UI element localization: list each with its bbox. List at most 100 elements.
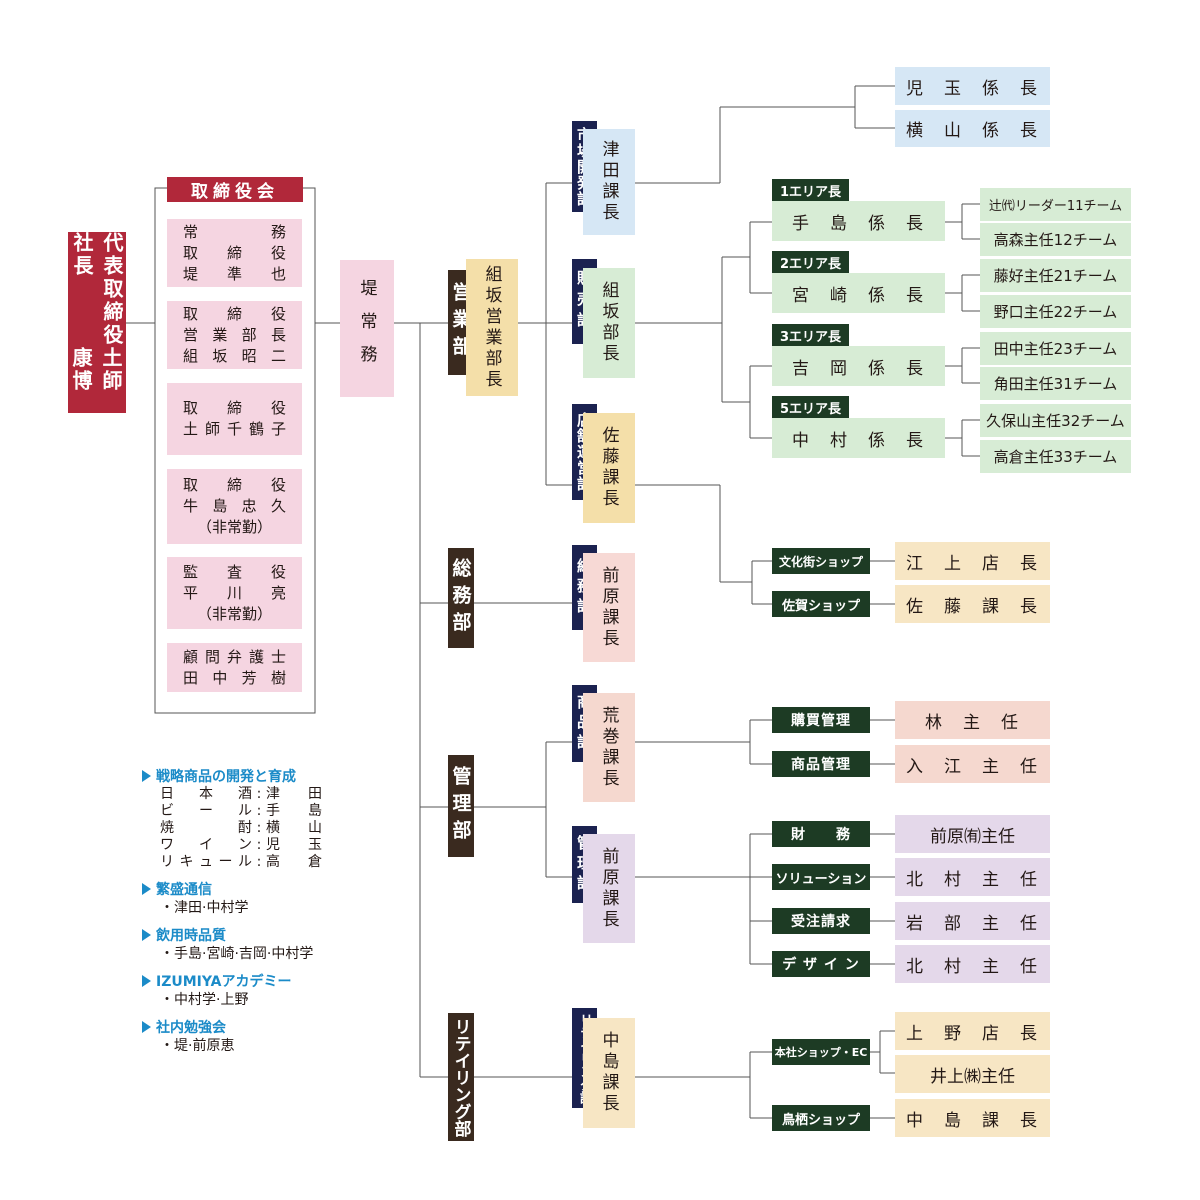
area-chief: 手 島 係 長 (772, 201, 945, 241)
ceo-title: 代表取締役社長 (70, 232, 124, 347)
section-shohin-head: 荒巻課長 (583, 693, 635, 802)
member-line: 監 査 役 (183, 562, 286, 581)
member-line: 取 締 役 (183, 476, 286, 494)
team-box: 野口主任22チーム (980, 295, 1131, 328)
unit-manager: 入 江 主 任 (895, 745, 1050, 783)
section-market-dev-head: 津田課長 (583, 129, 635, 235)
member-line: 組坂昭二 (183, 346, 286, 365)
member-line: 取 締 役 (183, 243, 286, 262)
pair-value: 手島 (266, 803, 322, 819)
unit-manager: 井上㈱主任 (895, 1055, 1050, 1093)
shop-manager: 江 上 店 長 (895, 542, 1050, 580)
pair-key: ワイン (160, 837, 252, 853)
triangle-icon (142, 1021, 151, 1033)
board-member: 取 締 役 牛島忠久 （非常勤） (167, 469, 302, 544)
pair-key: リキュール (160, 854, 252, 870)
triangle-icon (142, 883, 151, 895)
pair-value: 高倉 (266, 854, 322, 870)
team-box: 田中主任23チーム (980, 332, 1131, 365)
member-line: 顧問弁護士 (183, 647, 286, 666)
unit-manager: 上 野 店 長 (895, 1012, 1050, 1050)
member-line: 取 締 役 (183, 304, 286, 323)
legend-section: 繁盛通信 ・津田·中村学 (142, 879, 392, 917)
unit-label: デ ザ イ ン (772, 951, 870, 977)
board-member: 顧問弁護士 田中芳樹 (167, 643, 302, 692)
dept-general: 総務部 (448, 548, 474, 648)
section-retailing-head: 中島課長 (583, 1018, 635, 1128)
member-line: 取 締 役 (183, 399, 286, 417)
member-line: 堤 準 也 (183, 264, 286, 283)
legend-pair: リキュール:高倉 (160, 854, 322, 870)
legend-title: 社内勉強会 (156, 1020, 226, 1036)
area-label: 5エリア長 (772, 396, 849, 418)
shop-label: 佐賀ショップ (772, 591, 870, 617)
member-line: 常 務 (183, 222, 286, 241)
shop-manager: 佐 藤 課 長 (895, 585, 1050, 623)
staff-box: 児 玉 係 長 (895, 67, 1050, 105)
board-member: 取 締 役 営業部長 組坂昭二 (167, 301, 302, 369)
section-store-ops-head: 佐藤課長 (583, 413, 635, 523)
area-chief: 吉 岡 係 長 (772, 346, 945, 386)
member-line: 土師千鶴子 (183, 420, 286, 438)
ceo-box: 代表取締役社長 土師康博 (68, 232, 126, 413)
unit-manager: 前原㈲主任 (895, 815, 1050, 853)
legend-pair: ビール:手島 (160, 803, 322, 819)
staff-box: 横 山 係 長 (895, 110, 1050, 147)
legend-pair: 日本酒:津田 (160, 786, 322, 802)
team-box: 藤好主任21チーム (980, 259, 1131, 292)
member-line: 田中芳樹 (183, 668, 286, 687)
legend-title: 繁盛通信 (156, 882, 212, 898)
legend-section: 飲用時品質 ・手島·宮崎·吉岡·中村学 (142, 925, 392, 963)
unit-label: ソリューション (772, 864, 870, 890)
area-chief: 中 村 係 長 (772, 418, 945, 458)
legend-pair: ワイン:児玉 (160, 837, 322, 853)
team-box: 高倉主任33チーム (980, 440, 1131, 473)
team-box: 高森主任12チーム (980, 223, 1131, 256)
unit-label: 鳥栖ショップ (772, 1105, 870, 1131)
unit-manager: 中 島 課 長 (895, 1099, 1050, 1137)
pair-key: 焼酎 (160, 820, 252, 836)
legend-pair: 焼酎:横山 (160, 820, 322, 836)
legend-item: ・中村学·上野 (160, 992, 249, 1008)
board-member: 監 査 役 平 川 亮 （非常勤） (167, 557, 302, 629)
board-member: 取 締 役 土師千鶴子 (167, 383, 302, 455)
board-member: 常 務 取 締 役 堤 準 也 (167, 219, 302, 287)
unit-manager: 北 村 主 任 (895, 945, 1050, 983)
ceo-name: 土師康博 (69, 347, 123, 394)
legend-section: IZUMIYAアカデミー ・中村学·上野 (142, 971, 392, 1009)
member-line: 平 川 亮 (183, 583, 286, 602)
pair-key: 日本酒 (160, 786, 252, 802)
unit-label: 本社ショップ・EC (772, 1039, 870, 1065)
legend-section: 戦略商品の開発と育成 日本酒:津田 ビール:手島 焼酎:横山 ワイン:児玉 リキ… (142, 766, 392, 871)
legend-title: 飲用時品質 (156, 928, 226, 944)
dept-admin: 管理部 (448, 755, 474, 857)
area-chief: 宮 崎 係 長 (772, 273, 945, 313)
section-soumu-head: 前原課長 (583, 553, 635, 662)
member-line: 牛島忠久 (183, 497, 286, 515)
pair-value: 津田 (266, 786, 322, 802)
shop-label: 文化街ショップ (772, 548, 870, 574)
unit-label: 購買管理 (772, 707, 870, 733)
unit-manager: 林 主 任 (895, 701, 1050, 739)
managing-director-box: 堤常務 (340, 260, 394, 397)
area-label: 1エリア長 (772, 179, 849, 201)
legend-title: 戦略商品の開発と育成 (156, 769, 296, 785)
legend-title: IZUMIYAアカデミー (156, 974, 292, 990)
legend-item: ・津田·中村学 (160, 900, 249, 916)
dept-sales-head: 組坂営業部長 (466, 259, 518, 396)
unit-label: 財 務 (772, 821, 870, 847)
member-line: （非常勤） (196, 518, 272, 536)
team-box: 久保山主任32チーム (980, 404, 1131, 437)
legend-item: ・堤·前原恵 (160, 1038, 235, 1054)
section-kanri-head: 前原課長 (583, 834, 635, 943)
section-hanbai-head: 組坂部長 (583, 268, 635, 378)
unit-manager: 岩 部 主 任 (895, 902, 1050, 940)
unit-manager: 北 村 主 任 (895, 858, 1050, 896)
legend-item: ・手島·宮崎·吉岡·中村学 (160, 946, 314, 962)
unit-label: 受注請求 (772, 908, 870, 934)
pair-value: 横山 (266, 820, 322, 836)
project-legend: 戦略商品の開発と育成 日本酒:津田 ビール:手島 焼酎:横山 ワイン:児玉 リキ… (142, 766, 392, 1063)
dept-retail: リテイリング部 (448, 1013, 474, 1141)
